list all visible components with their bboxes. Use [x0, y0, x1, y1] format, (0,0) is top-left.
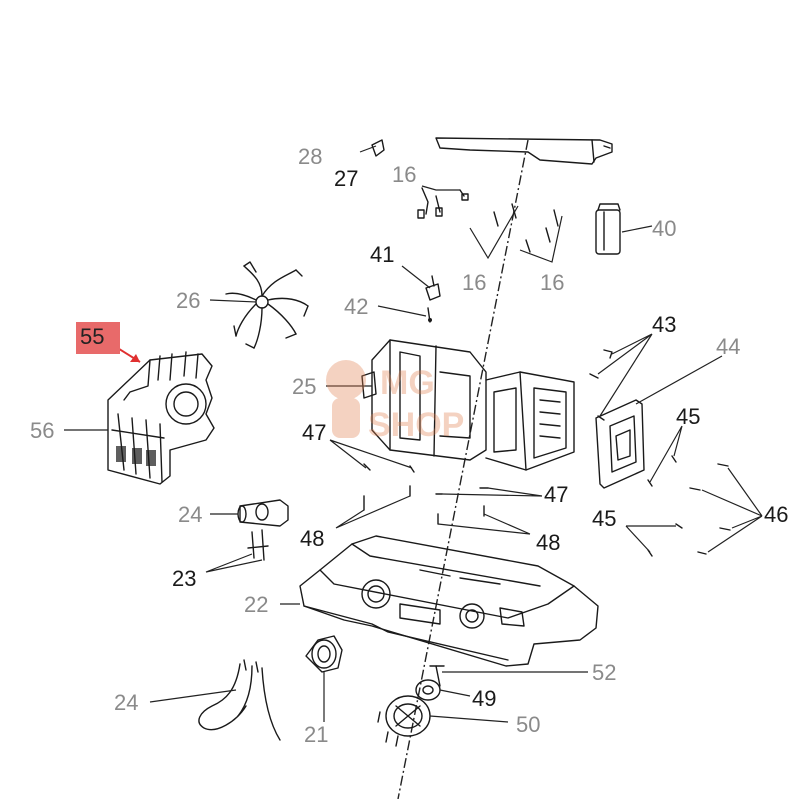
label-48: 48: [536, 530, 560, 555]
label-16: 16: [540, 270, 564, 295]
label-42: 42: [344, 294, 368, 319]
highlight-55-box: [76, 322, 120, 354]
label-55-highlighted: 55: [80, 324, 105, 349]
label-41: 41: [370, 242, 394, 267]
label-56: 56: [30, 418, 54, 443]
mascot-body-icon: [332, 398, 360, 438]
label-50: 50: [516, 712, 540, 737]
label-45: 45: [676, 404, 700, 429]
part-top-housing: [435, 137, 613, 165]
watermark-line1: MG: [380, 364, 435, 402]
label-26: 26: [176, 288, 200, 313]
label-46: 46: [764, 502, 788, 527]
label-47: 47: [302, 420, 326, 445]
label-23: 23: [172, 566, 196, 591]
part-40-capacitor: [595, 203, 653, 255]
part-52-screw: [429, 665, 588, 687]
label-44: 44: [716, 334, 740, 359]
label-43: 43: [652, 312, 676, 337]
label-24: 24: [114, 690, 138, 715]
part-26-fan: [209, 261, 309, 349]
label-28: 28: [298, 144, 322, 169]
part-50-wheel: [377, 695, 509, 747]
watermark-line2: SHOP: [368, 406, 464, 444]
part-43-screws: [589, 333, 653, 421]
label-16: 16: [392, 162, 416, 187]
part-45-screws-upper: [647, 425, 683, 487]
label-27: 27: [334, 166, 358, 191]
part-24-cords: [149, 659, 281, 741]
part-49-ring: [415, 679, 471, 701]
label-52: 52: [592, 660, 616, 685]
part-27-clip: [359, 139, 385, 157]
part-48-screws: [335, 485, 531, 535]
label-21: 21: [304, 722, 328, 747]
part-21-wheel: [305, 635, 343, 722]
label-48: 48: [300, 526, 324, 551]
part-44-bracket: [595, 355, 723, 489]
label-47: 47: [544, 482, 568, 507]
label-40: 40: [652, 216, 676, 241]
label-22: 22: [244, 592, 268, 617]
part-22-base: [280, 535, 599, 667]
assembly-axis: [397, 139, 529, 799]
part-45-screws-lower: [625, 523, 683, 557]
part-24-cylinder: [210, 499, 289, 527]
part-16-screws-top: [417, 185, 469, 219]
label-49: 49: [472, 686, 496, 711]
part-55-56-fan-shroud: [64, 351, 215, 485]
mascot-head-icon: [326, 360, 366, 400]
part-41-connector: [401, 265, 441, 301]
watermark-logo: MG SHOP: [318, 350, 488, 455]
part-42-pin: [377, 305, 432, 323]
part-47-screws: [329, 439, 543, 497]
part-23-pins: [205, 529, 269, 573]
label-16: 16: [462, 270, 486, 295]
label-25: 25: [292, 374, 316, 399]
label-45: 45: [592, 506, 616, 531]
part-labels: 28 27 16 40 41 16 16 26 42 43 44 25 56 4…: [30, 144, 788, 747]
part-46-screws: [689, 463, 763, 555]
label-24: 24: [178, 502, 202, 527]
part-16-screws-mid: [469, 203, 563, 263]
part-25-motor: [326, 339, 575, 471]
